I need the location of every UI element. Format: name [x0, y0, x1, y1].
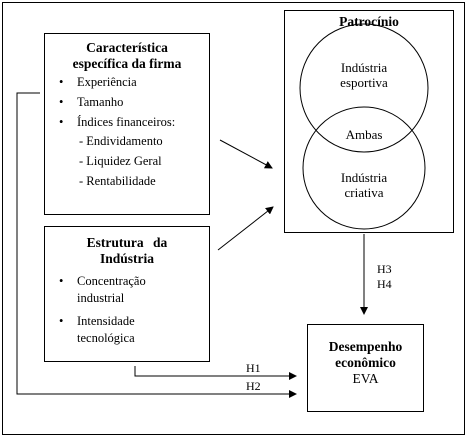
circle-top-label: Indústria esportiva: [340, 60, 388, 90]
arrow-firm-to-sponsorship: [219, 139, 273, 169]
firm-item-size: •Tamanho: [59, 95, 124, 109]
circle-creative-industry: [302, 106, 426, 230]
circle-sports-industry: [299, 23, 429, 153]
industry-item-concentration: • Concentração industrial: [59, 274, 146, 305]
performance-title-line3: EVA: [352, 371, 379, 386]
performance-title-line1: Desempenho: [328, 339, 403, 354]
performance-title-line2: econômico: [335, 355, 396, 370]
firm-title-line2: específica da firma: [72, 56, 182, 71]
bullet-icon: •: [59, 95, 64, 109]
industry-structure-box: Estrutura da Indústria • Concentração in…: [44, 226, 210, 362]
overlap-label: Ambas: [345, 127, 383, 142]
bullet-icon: •: [59, 115, 64, 129]
firm-subitem-profitability: - Rentabilidade: [79, 174, 156, 188]
firm-item-financial-indices: •Índices financeiros:: [59, 115, 176, 129]
industry-title-line2: Indústria: [99, 251, 155, 266]
sponsorship-title: Patrocínio: [339, 14, 399, 29]
firm-item-experience: •Experiência: [59, 75, 137, 89]
hypothesis-h3-label: H3: [377, 262, 392, 276]
diagram-frame: [2, 2, 465, 435]
industry-title-line1: Estrutura da: [86, 235, 168, 250]
firm-subitem-indebtedness: - Endividamento: [79, 134, 163, 148]
circle-bottom-label: Indústria criativa: [340, 170, 388, 200]
bullet-icon: •: [59, 274, 64, 288]
firm-characteristics-box: Característica específica da firma •Expe…: [44, 33, 210, 215]
bullet-icon: •: [59, 75, 64, 89]
arrow-h2: [16, 92, 297, 398]
arrow-industry-to-sponsorship: [217, 206, 274, 251]
bullet-icon: •: [59, 314, 64, 328]
firm-subitem-liquidity: - Liquidez Geral: [79, 154, 162, 168]
industry-item-tech-intensity: • Intensidade tecnológica: [59, 314, 135, 345]
hypothesis-h4-label: H4: [377, 277, 392, 291]
firm-title-line1: Característica: [86, 40, 168, 55]
hypothesis-h1-label: H1: [246, 361, 261, 375]
hypothesis-h2-label: H2: [246, 379, 261, 393]
sponsorship-box: [284, 10, 454, 233]
performance-box: Desempenho econômico EVA: [307, 324, 424, 412]
arrow-h1: [134, 366, 297, 380]
